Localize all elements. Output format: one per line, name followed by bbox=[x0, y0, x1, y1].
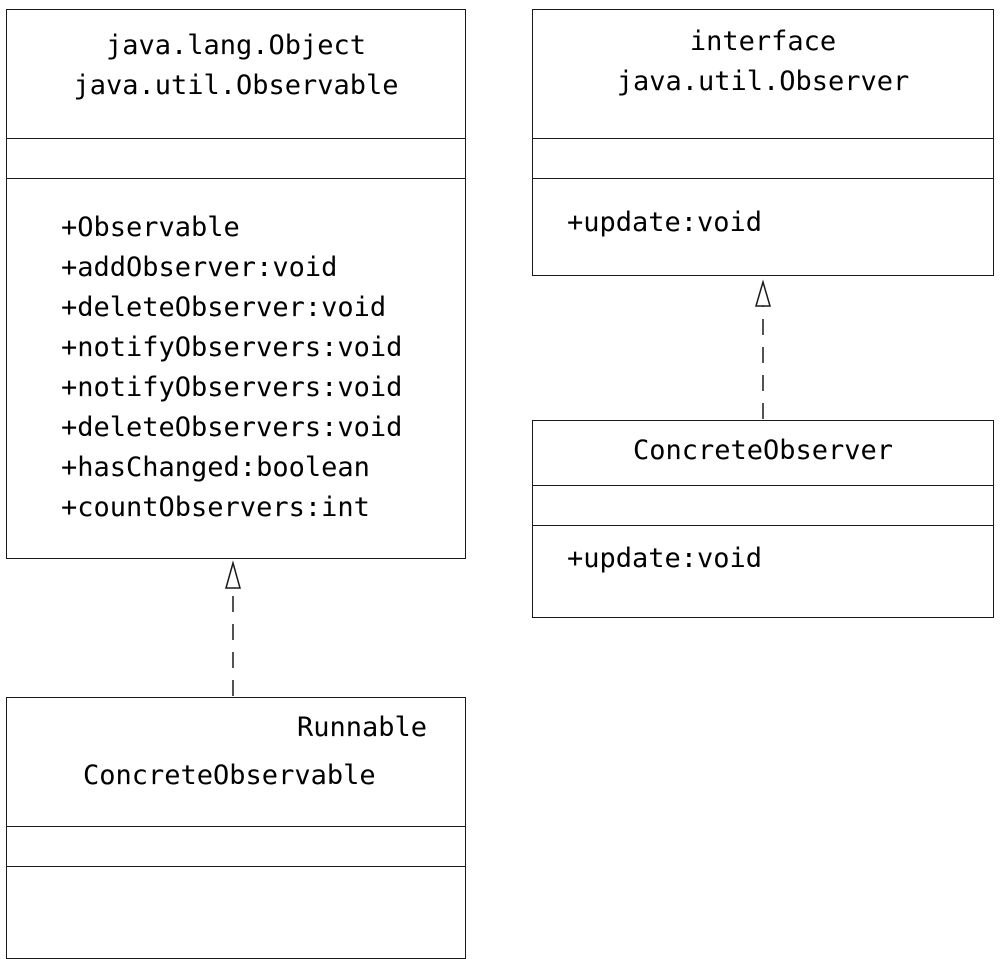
observable-method: +addObserver:void bbox=[61, 252, 338, 283]
observable-method: +Observable bbox=[61, 212, 240, 243]
observable-realization-arrow bbox=[225, 560, 241, 696]
concrete-observable-box: Runnable ConcreteObservable bbox=[6, 697, 466, 959]
observable-method: +deleteObservers:void bbox=[61, 412, 403, 443]
observer-separator-1 bbox=[533, 138, 993, 139]
observable-header-line-2: java.util.Observable bbox=[73, 70, 399, 101]
observer-method: +update:void bbox=[567, 207, 763, 238]
observable-class-box: java.lang.Object java.util.Observable +O… bbox=[6, 9, 466, 559]
observer-header-line-2: java.util.Observer bbox=[616, 66, 910, 97]
observer-separator-2 bbox=[533, 178, 993, 179]
concrete-observable-separator-2 bbox=[7, 866, 465, 867]
concrete-observable-separator-1 bbox=[7, 826, 465, 827]
observable-separator-2 bbox=[7, 178, 465, 179]
concrete-observer-header: ConcreteObserver bbox=[632, 435, 894, 466]
concrete-observable-stereotype: Runnable bbox=[297, 712, 428, 743]
concrete-observer-separator-1 bbox=[533, 485, 993, 486]
observable-method: +notifyObservers:void bbox=[61, 332, 403, 363]
observer-header-line-1: interface bbox=[689, 26, 837, 57]
observer-realization-arrow bbox=[755, 279, 771, 419]
observer-interface-box: interface java.util.Observer +update:voi… bbox=[532, 9, 994, 276]
concrete-observer-box: ConcreteObserver +update:void bbox=[532, 420, 994, 618]
observable-method: +countObservers:int bbox=[61, 492, 370, 523]
observable-header-line-1: java.lang.Object bbox=[105, 30, 367, 61]
concrete-observable-header: ConcreteObservable bbox=[83, 760, 376, 791]
observable-method: +hasChanged:boolean bbox=[61, 452, 370, 483]
concrete-observer-separator-2 bbox=[533, 525, 993, 526]
observable-method: +notifyObservers:void bbox=[61, 372, 403, 403]
concrete-observer-method: +update:void bbox=[567, 543, 763, 574]
observable-method: +deleteObserver:void bbox=[61, 292, 387, 323]
observable-separator-1 bbox=[7, 138, 465, 139]
